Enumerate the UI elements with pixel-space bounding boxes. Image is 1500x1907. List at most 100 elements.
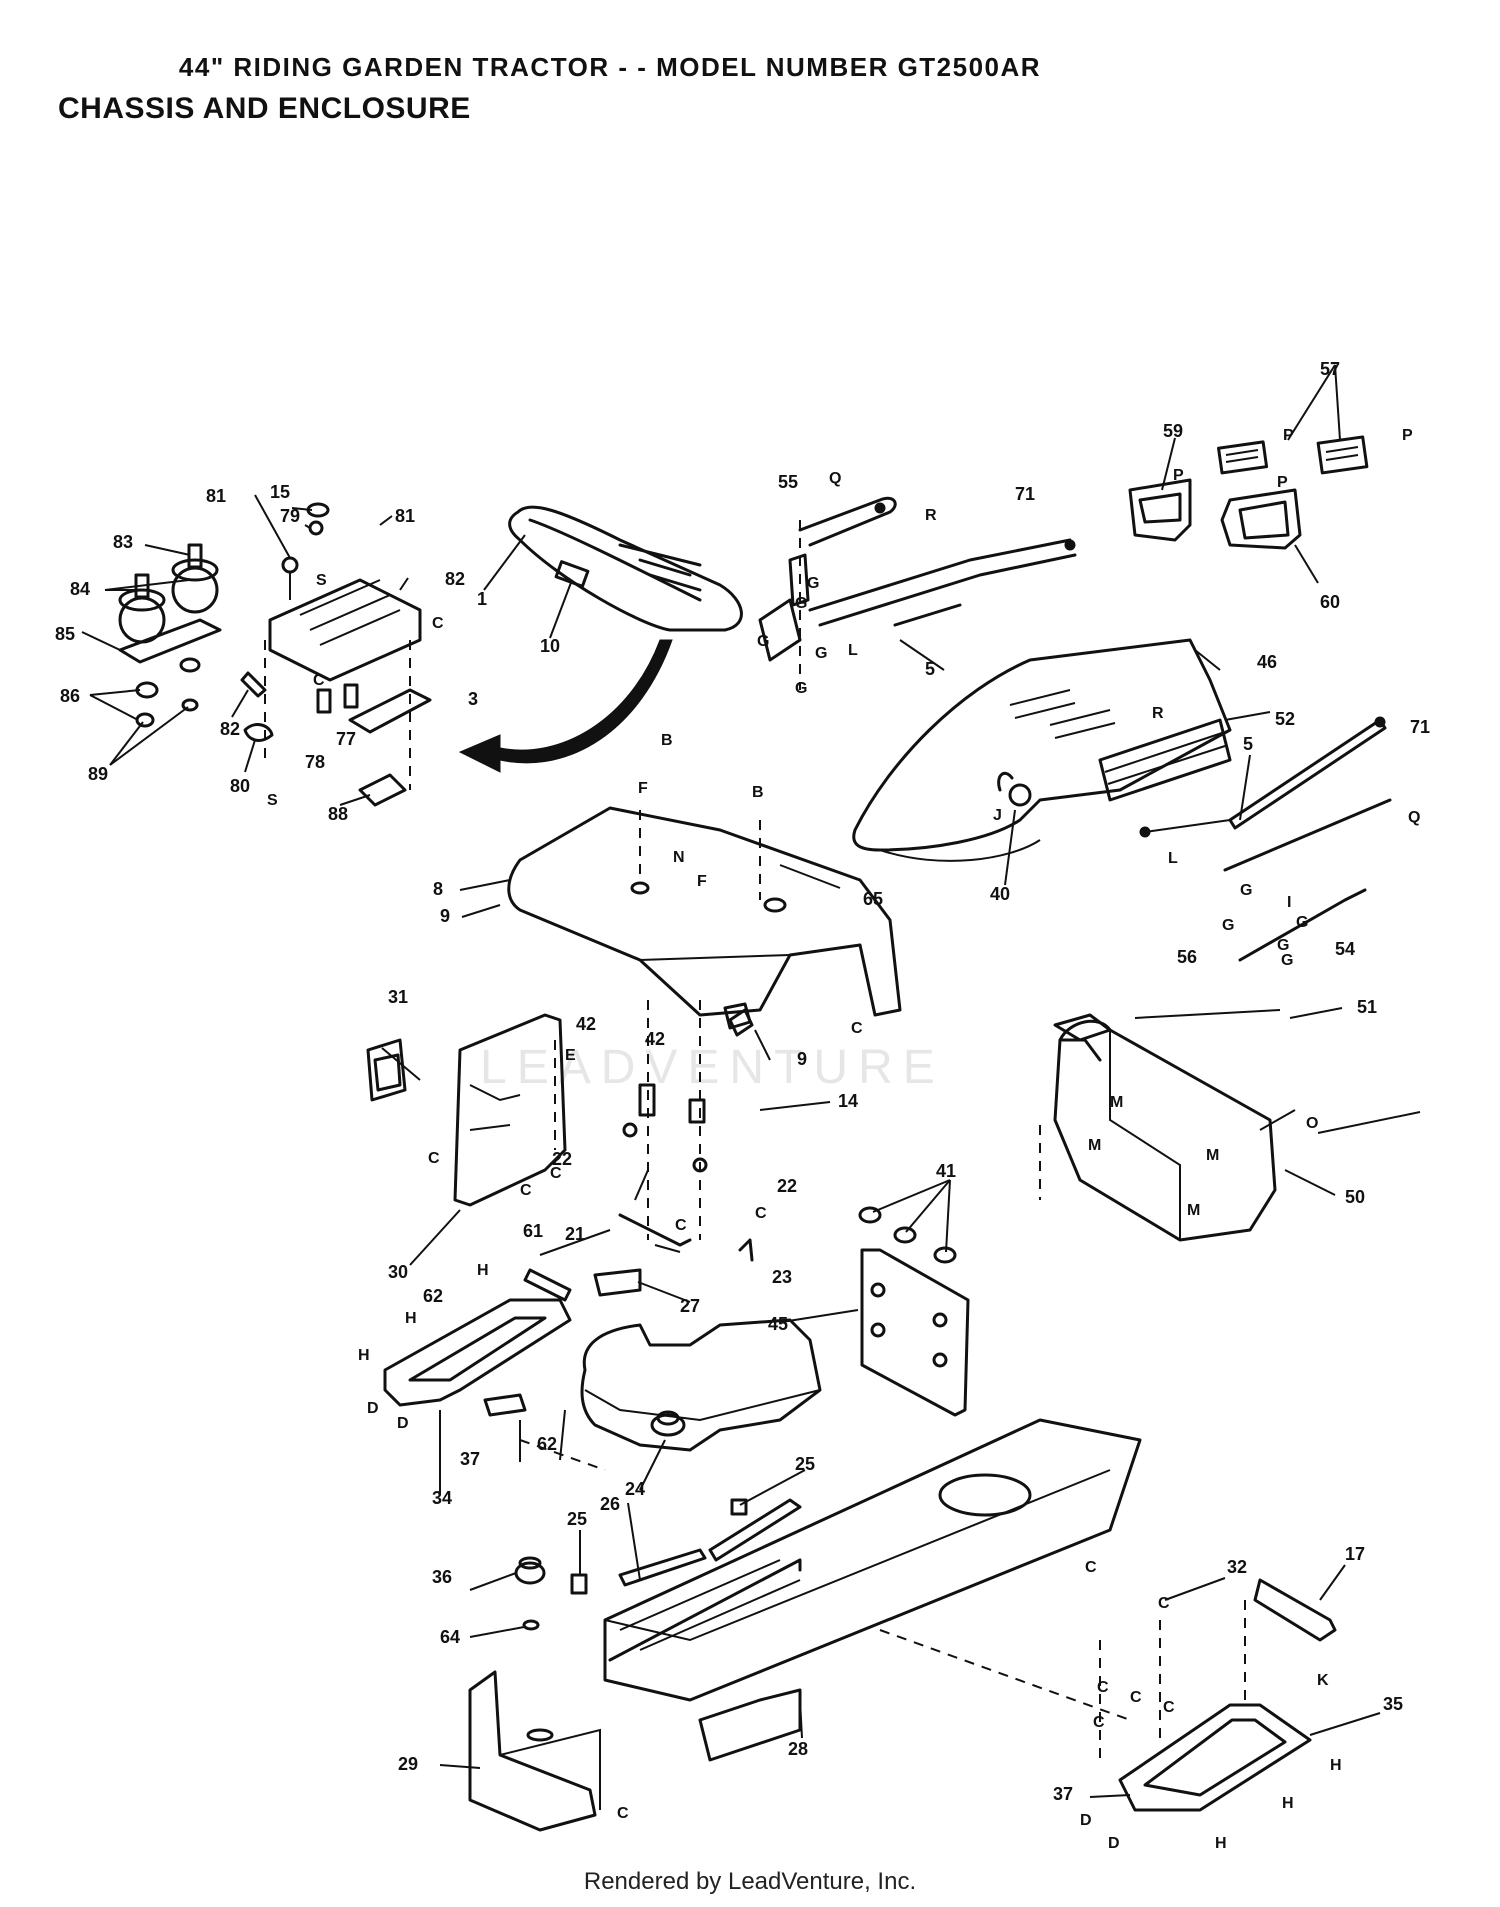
seat-tilt-arrow [458, 639, 673, 773]
callout-84: 84 [70, 579, 90, 599]
callout-17: 17 [1345, 1544, 1365, 1564]
ref-letter-f: F [638, 780, 648, 797]
callout-26: 26 [600, 1494, 620, 1514]
callout-5: 5 [925, 659, 935, 679]
ref-letter-g: G [1240, 882, 1252, 899]
callout-21: 21 [565, 1224, 585, 1244]
headlight-parts [1128, 435, 1369, 550]
callout-86: 86 [60, 686, 80, 706]
ref-letter-q: Q [1408, 809, 1420, 826]
callout-10: 10 [540, 636, 560, 656]
callout-61: 61 [523, 1221, 543, 1241]
ref-letter-c: C [1130, 1689, 1142, 1706]
ref-letter-c: C [1163, 1699, 1175, 1716]
ref-letter-d: D [1108, 1835, 1120, 1852]
ref-letter-r: R [1152, 705, 1164, 722]
ref-letter-o: O [1306, 1115, 1318, 1132]
callout-1: 1 [477, 589, 487, 609]
ref-letter-s: S [316, 572, 327, 589]
misc-small-parts [514, 1498, 802, 1631]
callout-36: 36 [432, 1567, 452, 1587]
ref-letter-p: P [1283, 427, 1294, 444]
fuel-tank-part [580, 1318, 822, 1452]
callout-15: 15 [270, 482, 290, 502]
ref-letter-h: H [405, 1310, 417, 1327]
callout-25: 25 [795, 1454, 815, 1474]
ref-letter-k: K [1317, 1672, 1329, 1689]
callout-37: 37 [460, 1449, 480, 1469]
ref-letter-l: L [848, 642, 858, 659]
callout-32: 32 [1227, 1557, 1247, 1577]
callout-3: 3 [468, 689, 478, 709]
ref-letter-c: C [755, 1205, 767, 1222]
ref-letter-c: C [1158, 1595, 1170, 1612]
callout-62: 62 [423, 1286, 443, 1306]
callout-42: 42 [576, 1014, 596, 1034]
ref-letter-h: H [358, 1347, 370, 1364]
ref-letter-c: C [428, 1150, 440, 1167]
ref-letter-c: C [1085, 1559, 1097, 1576]
ref-letter-h: H [477, 1262, 489, 1279]
ref-letter-c: C [1097, 1679, 1109, 1696]
ref-letter-f: F [697, 873, 707, 890]
callout-51: 51 [1357, 997, 1377, 1017]
ref-letter-g: G [795, 595, 807, 612]
ref-letter-c: C [313, 672, 325, 689]
callout-59: 59 [1163, 421, 1183, 441]
callout-27: 27 [680, 1296, 700, 1316]
dash-panel-part [507, 806, 902, 1030]
callout-30: 30 [388, 1262, 408, 1282]
ref-letter-i: I [1287, 894, 1291, 911]
chassis-frame-part [603, 1418, 1142, 1762]
callouts: 1 3 5 5 8 9 9 10 14 15 17 21 22 22 23 24… [55, 359, 1430, 1804]
ref-letter-m: M [1110, 1094, 1123, 1111]
callout-89: 89 [88, 764, 108, 784]
ref-letter-g: G [1222, 917, 1234, 934]
ref-letter-j: J [993, 807, 1002, 824]
callout-24: 24 [625, 1479, 645, 1499]
support-rods-right [1139, 716, 1392, 962]
ref-letter-c: C [617, 1805, 629, 1822]
rear-fender-part [1053, 1013, 1277, 1242]
ref-letter-g: G [807, 575, 819, 592]
callout-79: 79 [280, 506, 300, 526]
callout-82: 82 [220, 719, 240, 739]
ref-letter-d: D [367, 1400, 379, 1417]
callout-52: 52 [1275, 709, 1295, 729]
callout-85: 85 [55, 624, 75, 644]
callout-8: 8 [433, 879, 443, 899]
callout-41: 41 [936, 1161, 956, 1181]
callout-37: 37 [1053, 1784, 1073, 1804]
callout-56: 56 [1177, 947, 1197, 967]
ref-letter-c: C [520, 1182, 532, 1199]
assembly-lines [519, 810, 1161, 1760]
callout-31: 31 [388, 987, 408, 1007]
callout-81: 81 [206, 486, 226, 506]
left-footrest-part [383, 1268, 642, 1417]
callout-25: 25 [567, 1509, 587, 1529]
leader-lines [81, 364, 1421, 1798]
callout-62: 62 [537, 1434, 557, 1454]
ref-letter-c: C [675, 1217, 687, 1234]
callout-35: 35 [1383, 1694, 1403, 1714]
fuel-tank-mount-plate [860, 1248, 970, 1417]
ref-letter-h: H [1282, 1795, 1294, 1812]
ref-letter-m: M [1206, 1147, 1219, 1164]
ref-letter-g: G [1296, 914, 1308, 931]
ref-letter-p: P [1173, 467, 1184, 484]
footer-credit: Rendered by LeadVenture, Inc. [583, 1868, 917, 1895]
hitch-part [1244, 1578, 1337, 1700]
ref-letter-d: D [397, 1415, 409, 1432]
callout-57: 57 [1320, 359, 1340, 379]
callout-14: 14 [838, 1091, 858, 1111]
callout-29: 29 [398, 1754, 418, 1774]
callout-9: 9 [797, 1049, 807, 1069]
ref-letter-h: H [1330, 1757, 1342, 1774]
callout-71: 71 [1015, 484, 1035, 504]
callout-42: 42 [645, 1029, 665, 1049]
callout-54: 54 [1335, 939, 1355, 959]
seat-bracket-assembly [118, 502, 432, 807]
callout-22: 22 [552, 1149, 572, 1169]
ref-letter-b: B [661, 732, 673, 749]
ref-letter-b: B [752, 784, 764, 801]
